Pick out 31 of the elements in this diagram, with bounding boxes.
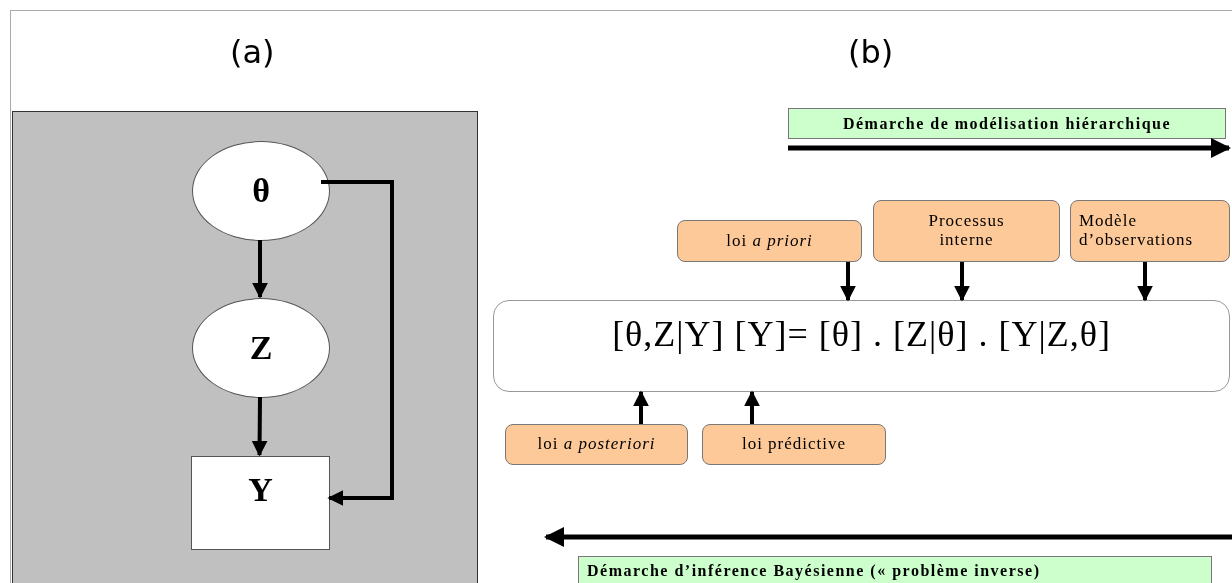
variable-label: θ bbox=[252, 172, 270, 210]
panel-label: (b) bbox=[848, 33, 894, 71]
callout-box bbox=[1070, 200, 1230, 262]
banner-text: Démarche de modélisation hiérarchique bbox=[842, 114, 1172, 133]
leader-arrow bbox=[954, 262, 970, 302]
callout-text: loi a priori bbox=[726, 231, 813, 251]
callout-box bbox=[702, 424, 886, 465]
leader-arrow bbox=[1137, 262, 1153, 302]
callout-text: Processus interne bbox=[927, 212, 1006, 250]
arrow bbox=[252, 240, 268, 299]
panel-label: (a) bbox=[230, 33, 275, 71]
variable-label: Y bbox=[248, 471, 273, 509]
callout-text: loi prédictive bbox=[741, 435, 847, 454]
variable-label: Z bbox=[249, 329, 273, 367]
callout-box bbox=[505, 424, 688, 465]
callout-box bbox=[677, 220, 862, 262]
node-box bbox=[191, 456, 330, 550]
equation: [θ,Z|Y] [Y]= [θ] . [Z|θ] . [Y|Z,θ] bbox=[612, 313, 1111, 355]
leader-arrow bbox=[633, 390, 649, 424]
leader-arrow bbox=[840, 262, 856, 302]
banner-box bbox=[578, 556, 1212, 583]
callout-text: Modèle d’observations bbox=[1078, 212, 1195, 250]
banner-text: Démarche d’inférence Bayésienne (« problème inverse) bbox=[586, 562, 1041, 580]
diagram-panel bbox=[12, 111, 478, 583]
callout-box bbox=[873, 200, 1060, 262]
arrow bbox=[251, 397, 268, 457]
leader-arrow bbox=[744, 390, 760, 424]
equation-box bbox=[493, 300, 1230, 392]
callout-text: loi a posteriori bbox=[537, 435, 656, 454]
arrow bbox=[321, 180, 394, 506]
banner-box bbox=[788, 108, 1226, 139]
